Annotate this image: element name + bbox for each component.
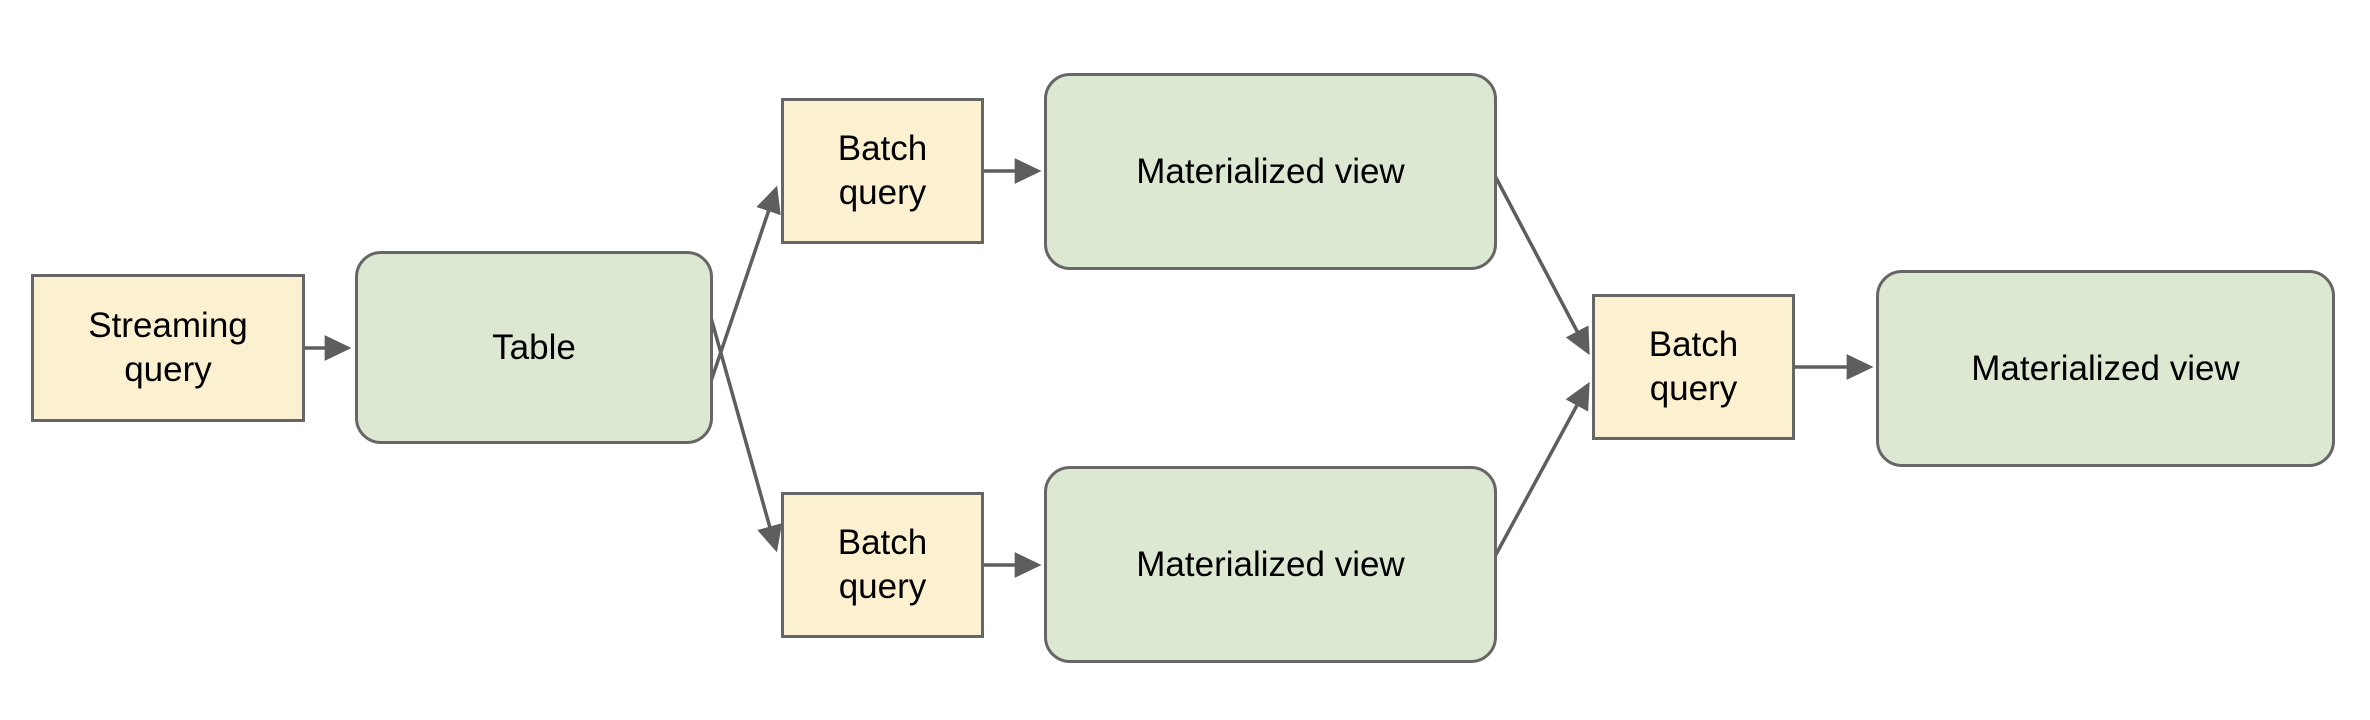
edge-materialized-view-top-to-batch-query-merge [1491,171,1590,356]
node-batch-query-bottom[interactable]: Batch query [781,492,984,638]
node-batch-query-bottom-label: Batch query [837,523,928,606]
edge-materialized-view-bottom-to-batch-query-merge [1491,381,1590,561]
node-batch-query-top[interactable]: Batch query [781,98,984,244]
node-streaming-query-label: Streaming query [88,306,248,389]
node-materialized-view-final[interactable]: Materialized view [1876,270,2335,467]
node-table-label: Table [492,327,576,367]
node-batch-query-merge-label: Batch query [1648,325,1739,408]
edge-table-to-batch-query-top [704,185,781,397]
node-materialized-view-top[interactable]: Materialized view [1044,73,1497,270]
node-batch-query-top-label: Batch query [837,129,928,212]
node-materialized-view-bottom[interactable]: Materialized view [1044,466,1497,663]
node-streaming-query[interactable]: Streaming query [31,274,305,422]
node-table[interactable]: Table [355,251,713,444]
node-materialized-view-bottom-label: Materialized view [1136,544,1405,584]
node-batch-query-merge[interactable]: Batch query [1592,294,1795,440]
edge-table-to-batch-query-bottom [704,299,783,553]
node-materialized-view-final-label: Materialized view [1971,348,2240,388]
node-materialized-view-top-label: Materialized view [1136,151,1405,191]
